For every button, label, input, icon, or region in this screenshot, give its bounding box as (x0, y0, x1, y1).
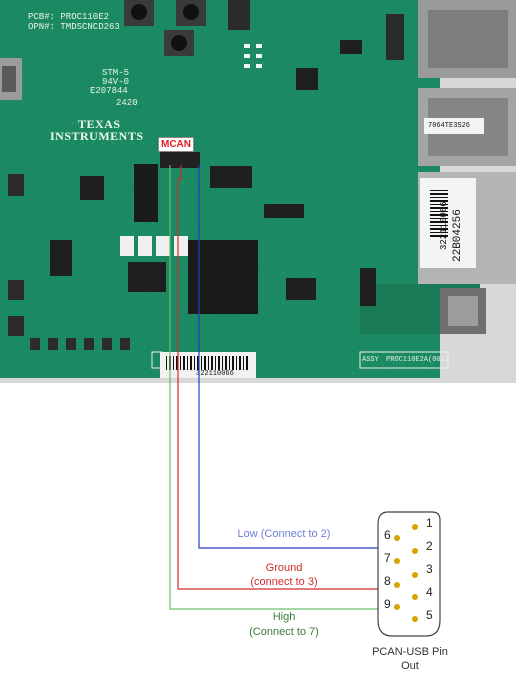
db9-pin-6 (394, 535, 400, 541)
db9-connector-outline (377, 511, 441, 637)
connector-caption-line2: Out (401, 660, 419, 672)
db9-pin-5-label: 5 (426, 608, 433, 622)
db9-pin-5 (412, 616, 418, 622)
ground-wire-label-line2: (connect to 3) (250, 576, 318, 588)
db9-pin-1 (412, 524, 418, 530)
db9-pin-9-label: 9 (384, 597, 391, 611)
high-wire-label-line1: High (272, 611, 296, 623)
db9-pin-2-label: 2 (426, 539, 433, 553)
assy-label: ASSY (362, 356, 379, 364)
db9-pin-6-label: 6 (384, 528, 391, 542)
cert-line-2: 94V-0 (102, 77, 130, 87)
cert-line-3: E207844 (90, 86, 128, 96)
db9-pin-3-label: 3 (426, 562, 433, 576)
board-photo: PCB#: PROC110E2 OPN#: TMDSCNCD263 TEXAS … (0, 0, 516, 383)
date-code: 2420 (116, 98, 138, 108)
ethernet-sticker-label: 7064TE3S26 (428, 122, 471, 130)
bottom-sticker-serial: 322110066 (196, 370, 234, 378)
db9-pin-3 (412, 572, 418, 578)
db9-pin-7 (394, 558, 400, 564)
ti-logo-text: TEXAS INSTRUMENTS (50, 118, 144, 142)
mcan-label: MCAN (158, 137, 194, 152)
high-wire-label-line2: (Connect to 7) (249, 626, 319, 638)
db9-pin-7-label: 7 (384, 551, 391, 565)
db9-pin-8 (394, 582, 400, 588)
ground-wire-label-line1: Ground (265, 562, 303, 574)
db9-pin-9 (394, 604, 400, 610)
ti-logo-line2: INSTRUMENTS (50, 129, 144, 143)
ground-wire (177, 165, 378, 590)
opn-number-text: OPN#: TMDSCNCD263 (28, 22, 120, 32)
db9-pin-1-label: 1 (426, 516, 433, 530)
connector-caption-line1: PCAN-USB Pin (372, 646, 448, 658)
db9-pin-2 (412, 548, 418, 554)
db9-pin-8-label: 8 (384, 574, 391, 588)
cert-line-1: STM-5 (102, 68, 130, 78)
low-wire (198, 165, 378, 549)
db9-pin-4 (412, 594, 418, 600)
board-photo-art (0, 0, 516, 383)
high-wire (169, 165, 378, 610)
assy-code: PROC110E2A(001) (386, 356, 450, 364)
db9-pin-4-label: 4 (426, 585, 433, 599)
ti-logo-line1: TEXAS (78, 117, 121, 131)
low-wire-label: Low (Connect to 2) (237, 528, 331, 540)
pcb-number-text: PCB#: PROC110E2 (28, 12, 110, 22)
